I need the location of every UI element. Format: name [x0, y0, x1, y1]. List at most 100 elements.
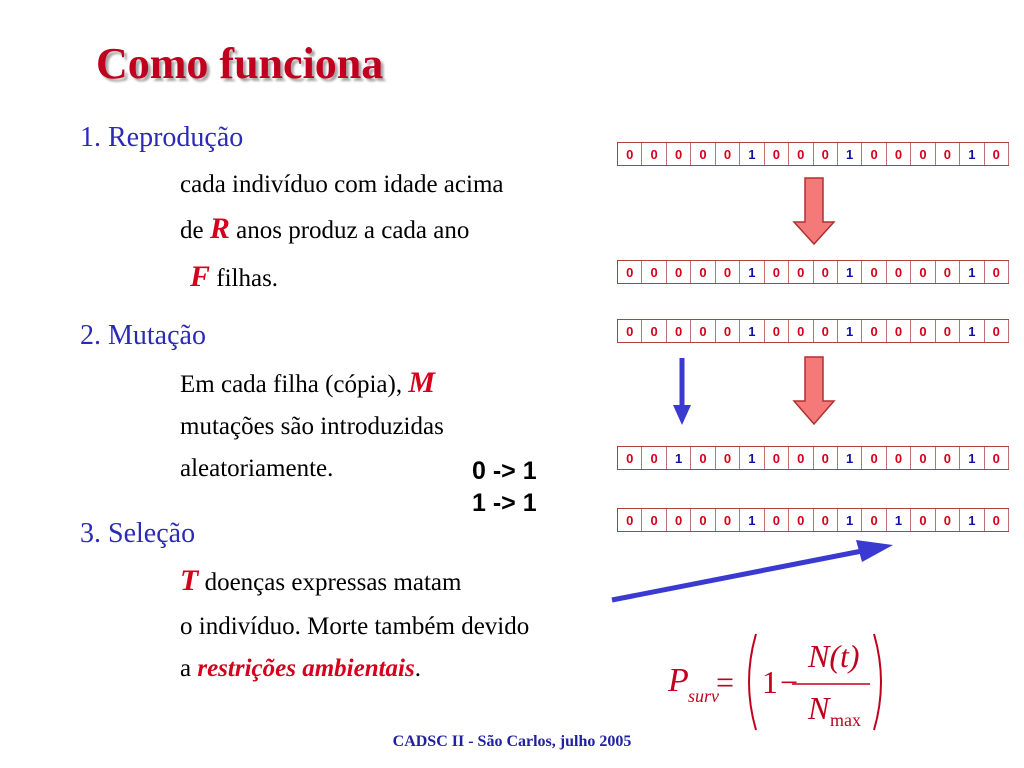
variable-r: R [209, 212, 230, 245]
genome-bit: 0 [667, 261, 692, 283]
genome-bit: 1 [740, 261, 765, 283]
mutacao-line-2: mutações são introduzidas [180, 413, 444, 440]
genome-bit: 0 [936, 143, 961, 165]
genome-bit: 0 [862, 447, 887, 469]
formula-denominator: N [808, 690, 830, 726]
genome-bit: 1 [740, 320, 765, 342]
genome-bit: 0 [618, 447, 643, 469]
mutation-rule-0-to-1: 0 -> 1 [472, 457, 537, 485]
genome-bit: 0 [642, 320, 667, 342]
text-fragment: de [180, 217, 210, 244]
genome-bit: 0 [642, 447, 667, 469]
genome-bit: 1 [960, 143, 985, 165]
highlight-restricoes-ambientais: restrições ambientais [197, 655, 415, 682]
genome-bit: 0 [765, 143, 790, 165]
genome-bit: 0 [814, 143, 838, 165]
formula-p: P [668, 662, 689, 699]
formula-p-subscript: surv [688, 686, 719, 706]
genome-bit: 0 [667, 143, 692, 165]
genome-bit: 0 [911, 261, 936, 283]
genome-bit: 0 [716, 143, 741, 165]
genome-bit: 0 [642, 261, 667, 283]
mutacao-line-1: Em cada filha (cópia), M [180, 368, 435, 400]
genome-bit: 0 [765, 447, 790, 469]
genome-bit: 0 [716, 509, 741, 531]
variable-t: T [180, 564, 199, 597]
blue-down-arrow-icon [673, 358, 691, 425]
genome-bit: 1 [838, 320, 863, 342]
formula-equals: = [716, 664, 735, 700]
genome-bit: 0 [765, 509, 790, 531]
text-fragment: Em cada filha (cópia), [180, 371, 409, 398]
text-fragment: a [180, 655, 198, 682]
genome-bit: 1 [838, 447, 863, 469]
genome-bit: 0 [716, 320, 741, 342]
footer: CADSC II - São Carlos, julho 2005 [392, 733, 632, 750]
genome-bit: 0 [618, 320, 643, 342]
genome-bit: 1 [887, 509, 912, 531]
genome-bit: 1 [740, 509, 765, 531]
genome-bit: 0 [765, 320, 790, 342]
reproducao-line-2: de R anos produz a cada ano [180, 214, 469, 246]
genome-bit: 0 [789, 261, 814, 283]
genome-bit: 0 [911, 320, 936, 342]
genome-bit: 0 [618, 261, 643, 283]
genome-bit: 1 [960, 509, 985, 531]
blue-diagonal-arrow-icon [611, 540, 893, 603]
formula-numerator: N(t) [808, 638, 860, 674]
genome-bit: 1 [667, 447, 692, 469]
genome-bit: 0 [814, 320, 838, 342]
genome-bit: 1 [740, 447, 765, 469]
genome-bit: 0 [716, 447, 741, 469]
text-fragment: filhas. [210, 265, 279, 292]
genome-bit: 0 [814, 261, 838, 283]
genome-bit: 1 [960, 447, 985, 469]
section-reproducao-heading: 1. Reprodução [80, 122, 244, 153]
formula-parentheses [748, 633, 882, 731]
genome-bit: 0 [862, 320, 887, 342]
page-title: Como funciona [96, 39, 384, 88]
mutacao-line-3: aleatoriamente. [180, 455, 334, 482]
genome-bit: 0 [936, 509, 961, 531]
mutation-rule-1-to-1: 1 -> 1 [472, 489, 537, 517]
section-selecao-heading: 3. Seleção [80, 518, 196, 549]
down-arrow-icon [792, 177, 836, 246]
genome-bit: 0 [789, 509, 814, 531]
genome-bit: 0 [691, 447, 716, 469]
genome-bit: 1 [838, 509, 863, 531]
formula-one: 1 [762, 664, 778, 700]
reproducao-line-3: F filhas. [190, 262, 278, 294]
genome-bit: 0 [862, 509, 887, 531]
genome-bit: 0 [618, 509, 643, 531]
genome-bit: 1 [838, 261, 863, 283]
genome-bit: 0 [862, 261, 887, 283]
genome-bit: 0 [887, 447, 912, 469]
genome-bit: 1 [740, 143, 765, 165]
text-fragment: anos produz a cada ano [229, 217, 470, 244]
reproducao-line-1: cada indivíduo com idade acima [180, 171, 504, 198]
text-fragment: doenças expressas matam [198, 569, 462, 596]
genome-bit: 0 [936, 447, 961, 469]
genome-bit: 0 [667, 509, 692, 531]
genome-bit: 1 [960, 261, 985, 283]
genome-bit: 0 [618, 143, 643, 165]
genome-bit: 1 [838, 143, 863, 165]
genome-bit: 0 [985, 143, 1009, 165]
genome-bit: 0 [887, 261, 912, 283]
section-mutacao-heading: 2. Mutação [80, 320, 206, 351]
selecao-line-3: a restrições ambientais. [180, 654, 421, 684]
genome-bit: 0 [789, 143, 814, 165]
genome-bit: 0 [667, 320, 692, 342]
genome-bit: 0 [765, 261, 790, 283]
genome-bit: 0 [985, 261, 1009, 283]
genome-bit: 0 [642, 143, 667, 165]
formula-denominator-subscript: max [830, 710, 861, 730]
genome-bit: 0 [716, 261, 741, 283]
genome-bit: 0 [936, 261, 961, 283]
genome-bit: 0 [789, 320, 814, 342]
genome-bit: 0 [887, 320, 912, 342]
